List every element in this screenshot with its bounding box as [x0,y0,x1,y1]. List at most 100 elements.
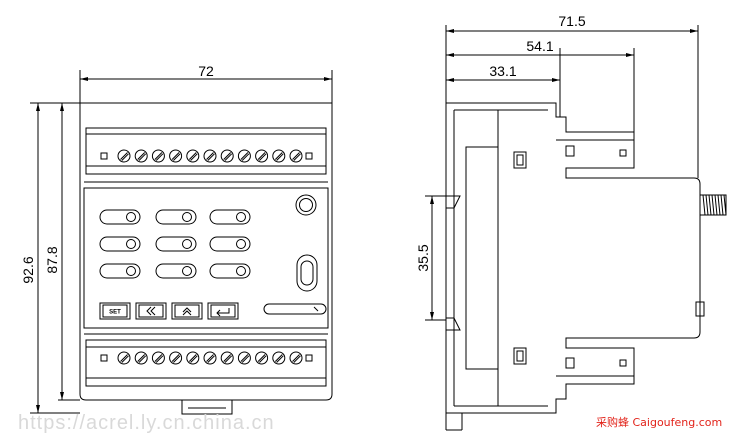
screw-slot [259,153,267,161]
screw-slot [137,354,146,362]
screw-slot [171,354,180,362]
status-oval [296,254,318,292]
thread-groove [717,194,721,216]
led-lamp [182,212,192,222]
thread-groove [705,194,709,216]
din-clip [181,400,233,415]
dim-label-front-depth: 33.1 [489,63,516,79]
led-slot [209,263,251,279]
thread-groove [720,194,724,216]
set-key[interactable]: SET [99,302,131,320]
screw-slot [293,355,301,363]
terminal-screw [272,351,286,365]
watermark-right: 采购蜂 Caigoufeng.com [596,416,723,429]
side-view [445,102,727,431]
side-dimensions: 71.5 54.1 33.1 35.5 [415,13,699,321]
front-dimensions: 72 92.6 87.8 [20,63,333,414]
side-panel-recess [465,146,499,370]
up-key[interactable] [171,302,203,320]
thread-groove [714,194,718,216]
double-chevron-up-icon [182,307,192,316]
watermark-left: https://acrel.ly.cn.china.cn [18,412,275,434]
screw-slot [120,354,128,362]
side-latch-bottom-inner [516,350,524,362]
enter-key[interactable] [207,302,239,320]
double-chevron-left-icon [146,306,156,316]
screw-slot [190,355,198,363]
thread-groove [708,194,712,216]
terminal-screw [203,149,217,163]
screw-slot [188,354,197,362]
led-slot [99,209,141,225]
enter-key-frame[interactable] [207,302,239,320]
bottom-terminal-block [85,339,327,387]
rail-clip-bottom [446,317,461,331]
long-slot [263,303,327,315]
set-key-inner[interactable] [102,304,128,318]
led-lamp [126,266,136,276]
knob-outer[interactable] [295,194,317,216]
screw-slot [121,355,129,363]
led-lamp [236,212,246,222]
led-slot [155,236,197,252]
led-slot [155,209,197,225]
terminal-end-square [100,354,108,362]
up-key-inner[interactable] [174,304,200,318]
terminal-screw [134,351,148,365]
knob-inner[interactable] [299,198,313,212]
up-key-frame[interactable] [171,302,203,320]
back-key[interactable] [135,302,167,320]
screw-slot [293,153,301,161]
screw-slot [155,153,164,161]
indicator-led-grid [99,209,251,279]
terminal-screw [151,351,165,365]
screw-slot [240,354,249,362]
terminal-dot [619,149,627,157]
side-latch-top [513,151,527,169]
back-key-inner[interactable] [138,304,164,318]
screw-slot [276,153,284,161]
terminal-square [565,145,575,157]
terminal-screw [220,149,234,163]
led-lamp [236,239,246,249]
terminal-dot [619,359,627,367]
side-latch-bottom [513,347,527,365]
terminal-screw [169,351,183,365]
set-key-frame[interactable] [99,302,131,320]
side-screw [695,301,705,317]
screw-slot [207,153,215,161]
led-slot [99,263,141,279]
terminal-screw [220,351,234,365]
dim-label-total-depth: 71.5 [558,13,585,29]
screw-slot [155,355,164,363]
screw-slot [257,152,266,160]
terminal-screw [289,149,303,163]
screw-slot [137,152,146,160]
side-latch-top-inner [516,154,524,166]
screw-slot [241,355,250,363]
terminal-screw [289,351,303,365]
led-lamp [126,212,136,222]
dim-label-rail: 35.5 [415,244,431,271]
screw-slot [190,153,198,161]
set-key-label: SET [109,310,121,316]
screw-slot [223,354,232,362]
back-key-frame[interactable] [135,302,167,320]
screw-slot [154,354,163,362]
screw-slot [121,153,129,161]
screw-slot [173,153,181,161]
top-terminal-block [85,127,327,175]
screw-slot [206,354,214,362]
enter-arrow-icon [216,308,230,317]
terminal-screw [117,351,131,365]
long-slot-mark [313,306,319,312]
bottom-terminal-screws [100,351,313,365]
front-view: SET [79,102,333,415]
dim-label-total-height: 92.6 [20,256,36,283]
enter-key-inner[interactable] [210,304,236,318]
terminal-end-square [100,152,108,160]
screw-slot [274,354,283,362]
screw-slot [206,152,214,160]
